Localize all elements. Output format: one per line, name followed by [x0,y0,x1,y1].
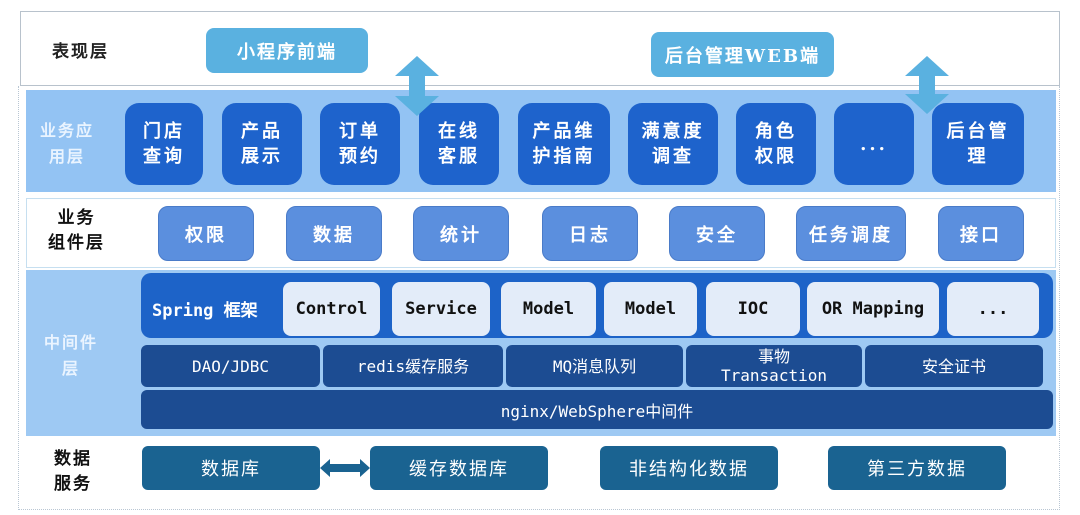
component-box: 安全 [669,206,765,261]
app-box: 角色 权限 [736,103,816,185]
app-box: 门店 查询 [125,103,203,185]
service-box: 事物 Transaction [686,345,862,387]
app-box: 后台管 理 [932,103,1024,185]
business-app-layer-label: 业务应 用层 [40,121,95,166]
spring-module-box: IOC [706,282,800,336]
app-box: 满意度 调查 [628,103,718,185]
data-box: 第三方数据 [828,446,1006,490]
service-box: MQ消息队列 [506,345,683,387]
data-box: 缓存数据库 [370,446,548,490]
spring-module-box: Model [501,282,596,336]
bidirectional-arrow-icon [905,56,949,114]
app-box-more: ... [834,103,914,185]
app-box: 产品维 护指南 [518,103,610,185]
architecture-frame [18,86,1060,510]
spring-module-box: Control [283,282,380,336]
spring-module-box-more: ... [947,282,1039,336]
data-box: 非结构化数据 [600,446,778,490]
middleware-layer-label: 中间件 层 [44,333,99,378]
service-box: redis缓存服务 [323,345,503,387]
spring-module-box: Service [392,282,490,336]
spring-module-box: Model [604,282,697,336]
bidirectional-arrow-icon [320,459,370,477]
component-box: 统计 [413,206,509,261]
component-box: 数据 [286,206,382,261]
presentation-layer [20,11,1060,86]
spring-framework-label: Spring 框架 [152,301,258,321]
business-component-layer-label: 业务 组件层 [48,208,105,253]
component-box: 日志 [542,206,638,261]
bidirectional-arrow-icon [395,56,439,116]
service-box: DAO/JDBC [141,345,320,387]
middleware-server-bar: nginx/WebSphere中间件 [141,390,1053,429]
data-service-layer-label: 数据 服务 [54,449,92,494]
component-box: 任务调度 [796,206,906,261]
app-box: 产品 展示 [222,103,302,185]
component-box: 权限 [158,206,254,261]
presentation-layer-label: 表现层 [52,42,109,62]
app-box: 订单 预约 [320,103,400,185]
component-box: 接口 [938,206,1024,261]
mini-program-frontend-box: 小程序前端 [206,28,368,73]
service-box: 安全证书 [865,345,1043,387]
data-box: 数据库 [142,446,320,490]
admin-web-frontend-box: 后台管理WEB端 [651,32,834,77]
spring-module-box: OR Mapping [807,282,939,336]
app-box: 在线 客服 [419,103,499,185]
